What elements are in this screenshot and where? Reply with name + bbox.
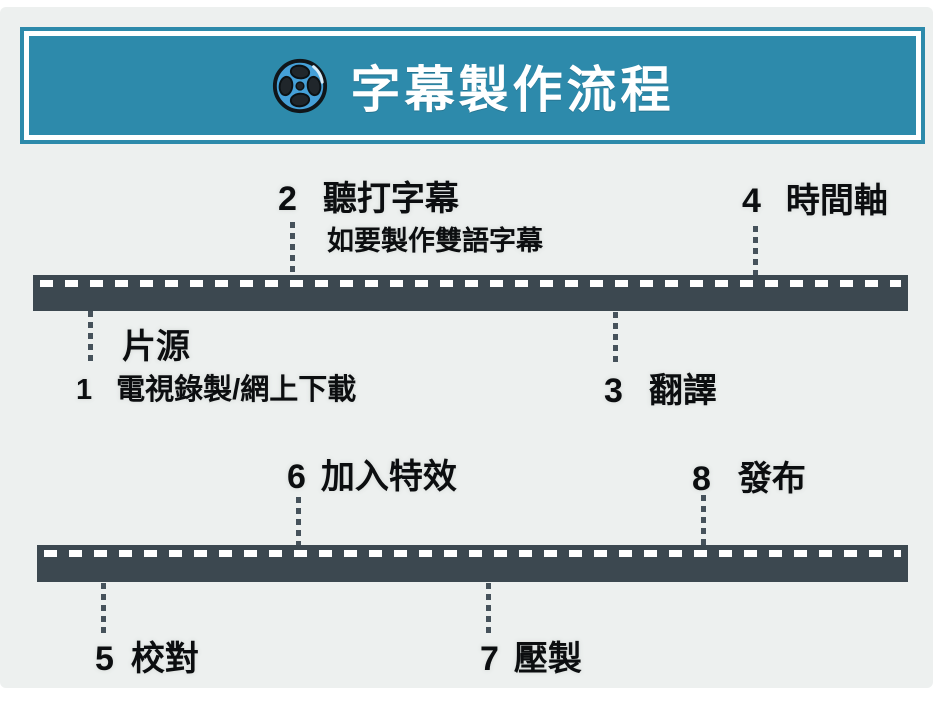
step-8-label: 發布	[737, 460, 806, 498]
step-3: 3 翻譯	[604, 372, 717, 411]
step-2: 2 聽打字幕 如要製作雙語字幕	[278, 180, 543, 257]
step-4-number: 4	[742, 182, 761, 220]
step-8: 8 發布	[692, 460, 806, 499]
step-7: 7 壓製	[480, 640, 582, 679]
step-1-sublabel: 電視錄製/網上下載	[116, 374, 357, 407]
step-2-label: 聽打字幕	[322, 180, 459, 218]
step-2-number: 2	[278, 180, 297, 218]
connector-step-3	[613, 312, 618, 364]
road-1	[33, 275, 908, 311]
step-5-label: 校對	[130, 640, 199, 678]
step-6: 6 加入特效	[287, 458, 457, 497]
step-6-number: 6	[287, 458, 306, 496]
page-title: 字幕製作流程	[350, 61, 675, 118]
step-7-label: 壓製	[513, 640, 582, 678]
connector-step-6	[296, 497, 301, 545]
step-1-number: 1	[76, 374, 93, 407]
step-1: 片源 1 電視錄製/網上下載	[76, 328, 356, 407]
step-8-number: 8	[692, 460, 711, 498]
connector-step-7	[486, 583, 491, 633]
connector-step-1	[88, 311, 93, 363]
step-3-label: 翻譯	[648, 372, 717, 410]
step-7-number: 7	[480, 640, 499, 678]
road-2-center-dashes	[44, 550, 901, 557]
step-5-number: 5	[95, 640, 114, 678]
step-4: 4 時間軸	[742, 182, 888, 221]
connector-step-8	[701, 495, 706, 545]
film-reel-icon	[272, 58, 327, 113]
connector-step-5	[101, 583, 106, 633]
step-3-number: 3	[604, 372, 623, 410]
header-banner-inner: 字幕製作流程	[29, 36, 916, 135]
connector-step-4	[753, 226, 758, 275]
step-2-sublabel: 如要製作雙語字幕	[327, 226, 543, 257]
header-banner: 字幕製作流程	[20, 27, 925, 144]
step-5: 5 校對	[95, 640, 199, 679]
road-1-center-dashes	[40, 280, 901, 287]
step-4-label: 時間軸	[785, 182, 888, 220]
road-2	[37, 545, 908, 582]
step-6-label: 加入特效	[320, 458, 457, 496]
connector-step-2	[290, 222, 295, 275]
step-1-label: 片源	[122, 328, 190, 366]
